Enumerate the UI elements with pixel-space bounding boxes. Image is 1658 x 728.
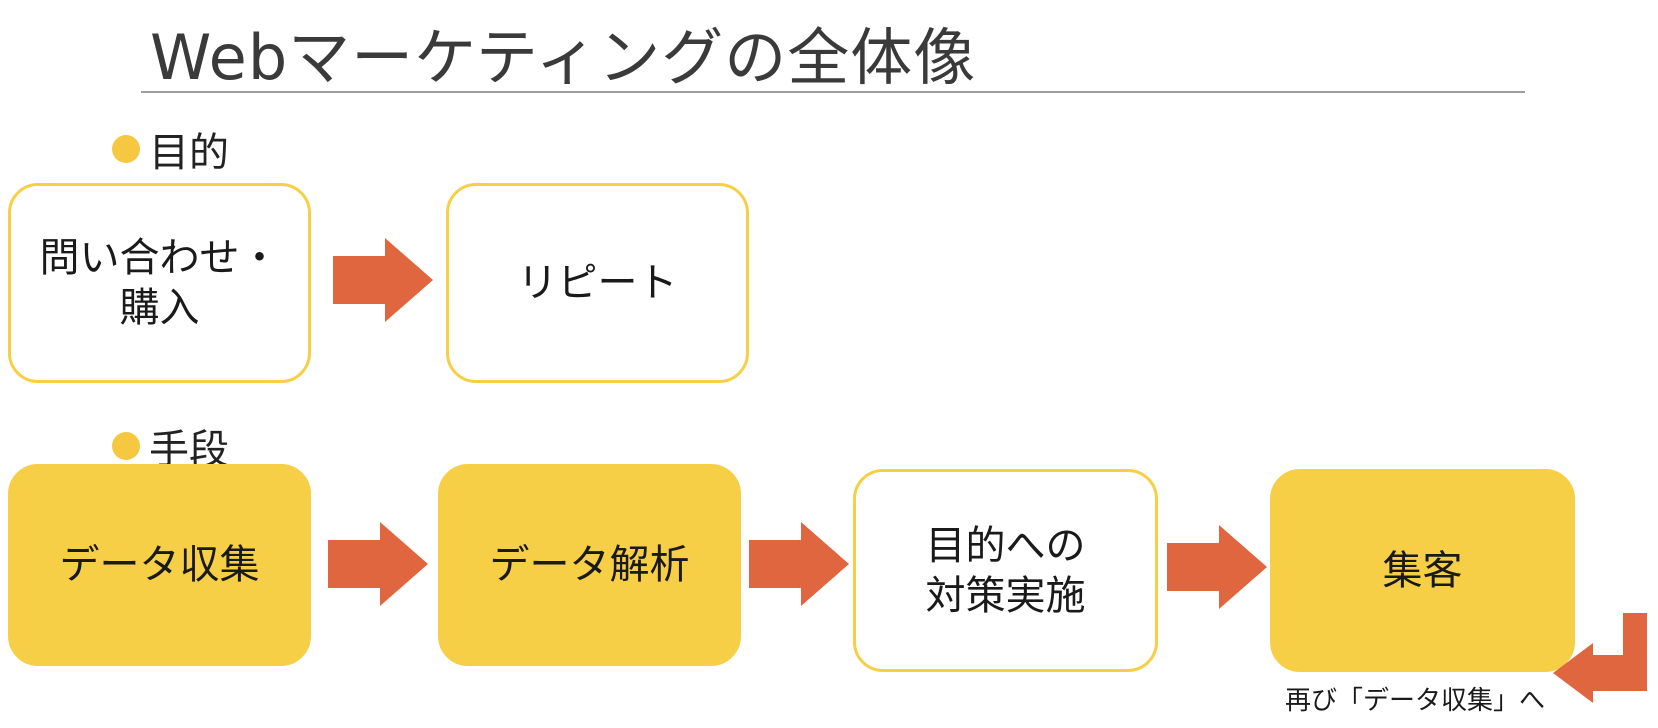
means-step-data-analysis: データ解析 xyxy=(438,464,741,666)
purpose-step-inquiry: 問い合わせ・ 購入 xyxy=(8,183,311,383)
means-step-countermeasures-label: 目的への 対策実施 xyxy=(925,522,1086,619)
means-step-countermeasures: 目的への 対策実施 xyxy=(853,469,1158,672)
purpose-step-repeat: リピート xyxy=(446,183,749,383)
arrow-right-icon xyxy=(328,522,428,606)
purpose-step-repeat-label: リピート xyxy=(517,260,678,306)
arrow-right-icon xyxy=(749,522,849,606)
means-step-data-collection: データ収集 xyxy=(8,464,311,666)
page-title: Webマーケティングの全体像 xyxy=(150,21,977,94)
means-step-data-analysis-label: データ解析 xyxy=(489,542,690,588)
arrow-right-icon xyxy=(333,238,433,322)
section-purpose-heading: 目的 xyxy=(112,120,229,178)
purpose-step-inquiry-label: 問い合わせ・ 購入 xyxy=(39,235,280,331)
loop-note: 再び「データ収集」へ xyxy=(1285,686,1546,716)
section-purpose-label: 目的 xyxy=(149,130,229,176)
bullet-icon xyxy=(112,432,140,460)
return-arrow-icon xyxy=(1553,613,1647,703)
means-step-data-collection-label: データ収集 xyxy=(59,542,260,588)
bullet-icon xyxy=(112,135,140,163)
title-underline xyxy=(141,91,1525,93)
means-step-customer-acquisition-label: 集客 xyxy=(1382,547,1463,594)
arrow-right-icon xyxy=(1167,525,1267,609)
means-step-customer-acquisition: 集客 xyxy=(1270,469,1575,672)
